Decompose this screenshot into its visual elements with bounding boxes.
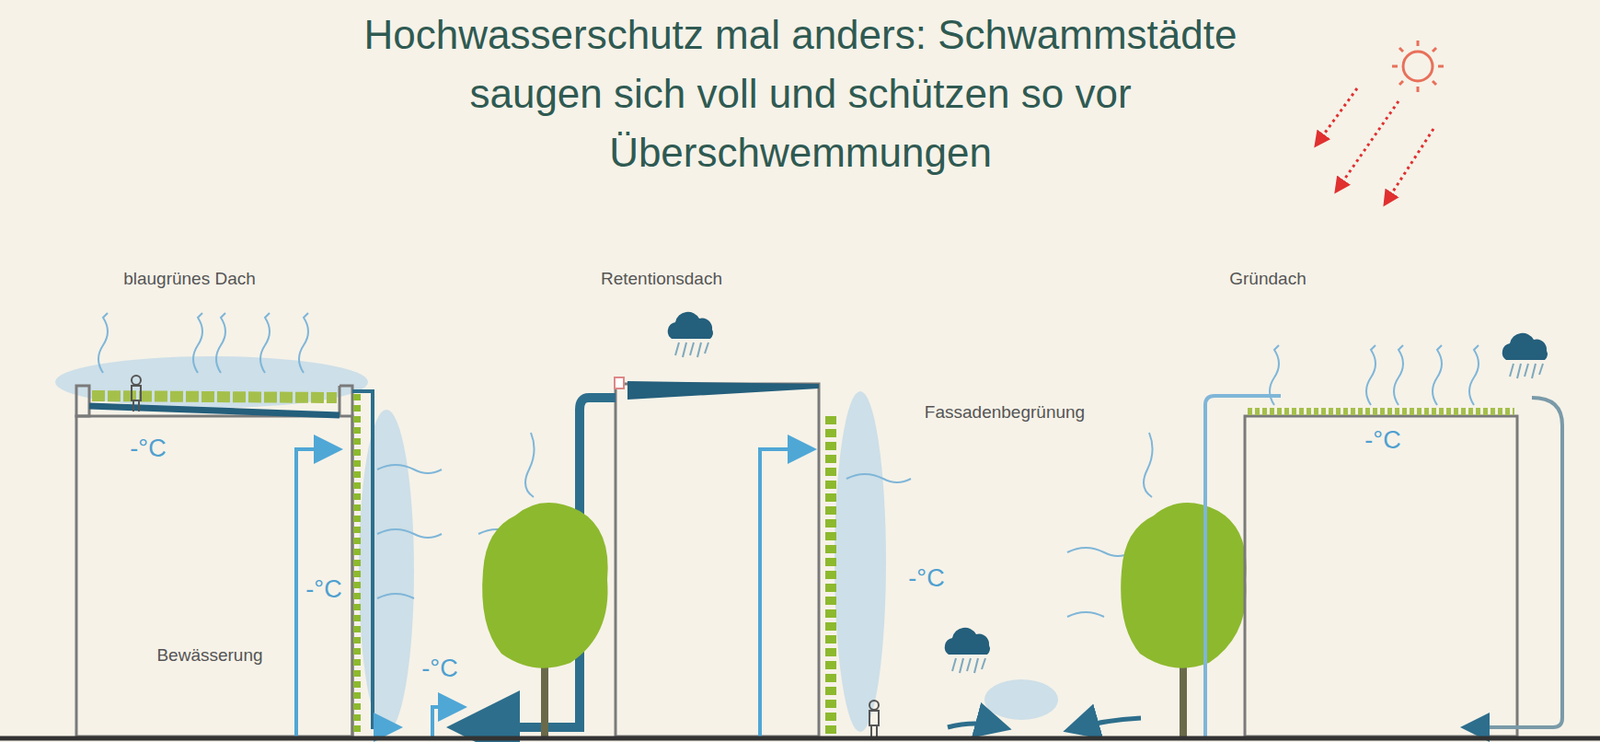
cooling-label: -°C xyxy=(1361,425,1404,456)
cooling-label: -°C xyxy=(302,574,345,605)
roof-label: Gründach xyxy=(1226,267,1309,290)
roof-label: Retentionsdach xyxy=(598,267,726,290)
cooling-label: -°C xyxy=(126,433,169,464)
cooling-label: -°C xyxy=(905,563,947,594)
title: Hochwasserschutz mal anders: Schwammstäd… xyxy=(340,5,1261,183)
facade-label: Fassadenbegrünung xyxy=(921,401,1088,424)
cooling-label: -°C xyxy=(418,653,461,684)
roof-label: blaugrünes Dach xyxy=(120,267,259,290)
irrigation-label: Bewässerung xyxy=(153,644,265,667)
